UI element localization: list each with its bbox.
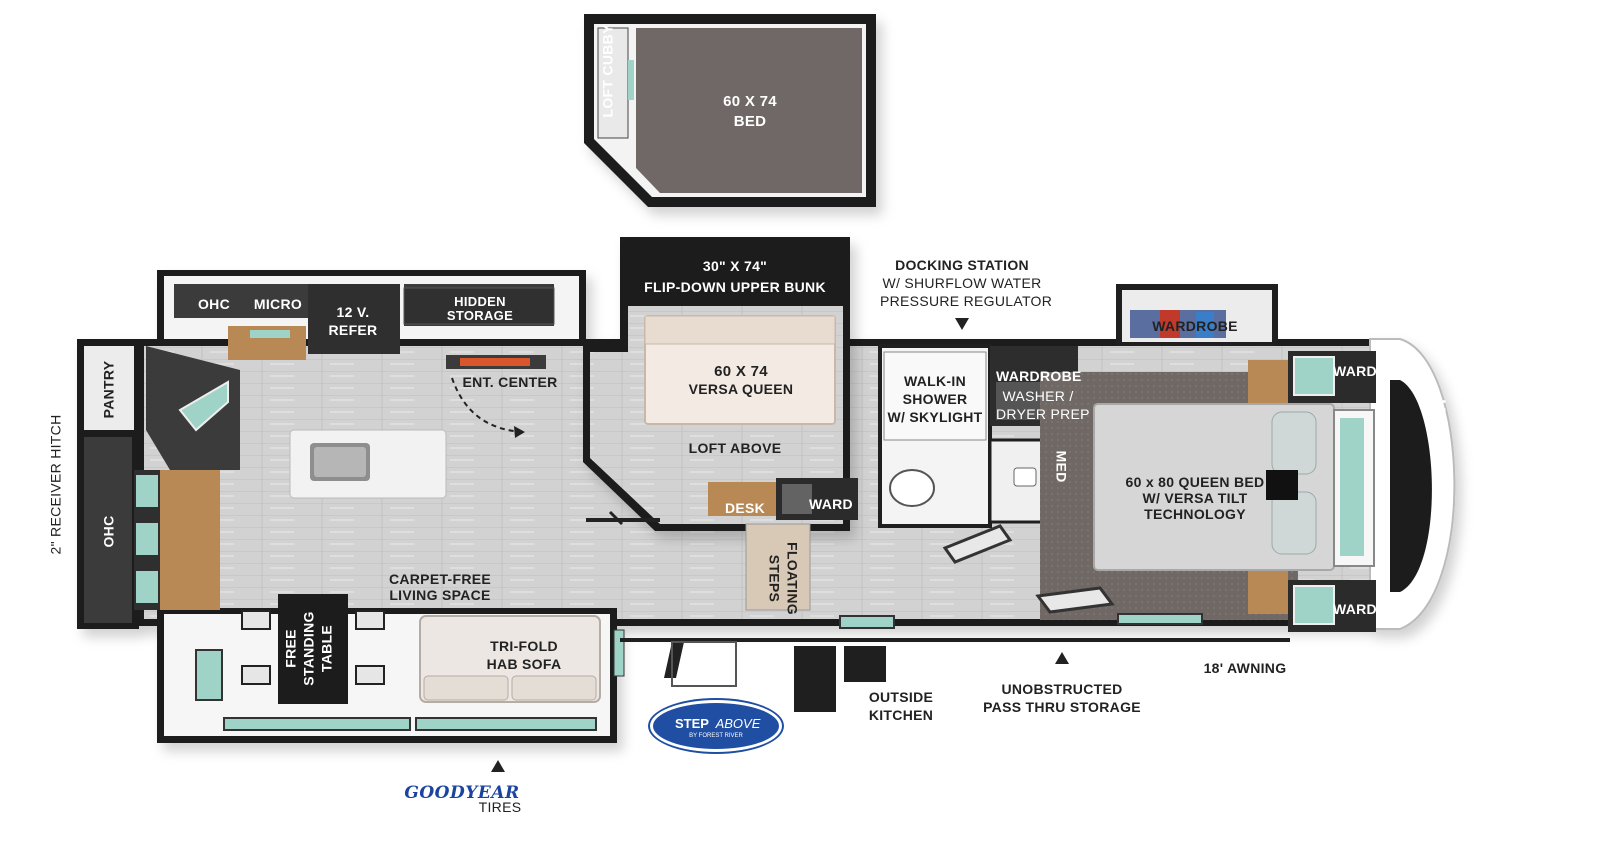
docking-label-2: W/ SHURFLOW WATER: [882, 275, 1042, 291]
front-ohc-label: OHC: [100, 515, 117, 548]
tires-label: TIRES: [478, 799, 522, 815]
ward-top-label: WARD: [1333, 363, 1377, 379]
queen-bed-label-3: TECHNOLOGY: [1144, 506, 1246, 522]
ward-bottom-label: WARD: [1333, 601, 1377, 617]
docking-arrow: [955, 318, 969, 330]
upper-bunk-label-1: 30" X 74": [702, 258, 768, 274]
wardrobe-top-label: WARDROBE: [1152, 318, 1238, 334]
pantry-label: PANTRY: [100, 360, 117, 419]
step-above-text: STEP: [675, 716, 709, 731]
loft-above-label: LOFT ABOVE: [688, 440, 782, 456]
carpet-free-label-1: CARPET-FREE: [388, 571, 492, 587]
loft-cubby-label: LOFT CUBBY: [599, 24, 616, 118]
walk-in-shower: [883, 351, 987, 441]
washer-label-1: WASHER /: [1002, 388, 1074, 404]
goodyear-logo: GOODYEAR: [404, 783, 520, 803]
free-standing-table: [278, 594, 348, 704]
carpet-free-label-2: LIVING SPACE: [389, 587, 491, 603]
receiver-hitch-label: 2" RECEIVER HITCH: [47, 414, 64, 555]
kitchen-ohc-label: OHC: [197, 296, 230, 312]
step-above-sub: BY FOREST RIVER: [689, 733, 743, 739]
table-label-2: STANDING: [300, 611, 317, 686]
docking-label-3: PRESSURE REGULATOR: [880, 293, 1053, 309]
loft-cubby: [597, 27, 629, 139]
impression-cap: [1390, 380, 1432, 592]
shower-label-3: W/ SKYLIGHT: [887, 409, 983, 425]
pass-thru-arrow: [1055, 652, 1069, 664]
outside-kitchen-label-2: KITCHEN: [868, 707, 934, 723]
loft-bed-label: BED: [733, 113, 767, 130]
refer-label-1: 12 V.: [336, 304, 370, 320]
upper-bunk-label-2: FLIP-DOWN UPPER BUNK: [644, 279, 826, 295]
outside-kitchen: [794, 646, 836, 712]
sofa-label-1: TRI-FOLD: [490, 638, 558, 654]
tires-arrow: [491, 760, 505, 772]
kitchen-micro-label: MICRO: [253, 296, 303, 312]
hidden-storage-label-1: HIDDEN: [454, 294, 506, 309]
hidden-storage-label-2: STORAGE: [446, 308, 514, 323]
floating-steps-label-2: STEPS: [766, 554, 783, 603]
washer-label-2: DRYER PREP: [996, 406, 1090, 422]
versa-queen-size: 60 X 74: [714, 363, 768, 380]
queen-bed-label-1: 60 x 80 QUEEN BED: [1125, 474, 1265, 490]
shower-label-1: WALK-IN: [904, 373, 966, 389]
table-label-1: FREE: [282, 629, 299, 668]
awning-label: 18' AWNING: [1203, 660, 1287, 676]
step-above-badge: STEP ABOVE BY FOREST RIVER: [650, 700, 782, 752]
loft-bed-size: 60 X 74: [723, 93, 777, 110]
refer-label-2: REFER: [328, 322, 378, 338]
pass-thru-label-2: PASS THRU STORAGE: [983, 699, 1141, 715]
toilet: [889, 469, 935, 507]
outside-kitchen-label-1: OUTSIDE: [868, 689, 934, 705]
med-label: MED: [1053, 450, 1070, 483]
refrigerator: [308, 284, 400, 354]
queen-bed-label-2: W/ VERSA TILT: [1142, 490, 1248, 506]
bunk-ward-label: WARD: [809, 496, 853, 512]
sofa-label-2: HAB SOFA: [486, 656, 562, 672]
step-above-text-2: ABOVE: [715, 716, 761, 731]
versa-queen-label: VERSA QUEEN: [688, 381, 794, 397]
pass-thru-label-1: UNOBSTRUCTED: [1001, 681, 1123, 697]
docking-label-1: DOCKING STATION: [895, 257, 1029, 273]
desk-label: DESK: [724, 500, 766, 516]
table-label-3: TABLE: [318, 624, 335, 673]
loft-room: [584, 14, 876, 207]
floating-steps: [745, 523, 811, 611]
upper-bunk: [628, 244, 844, 306]
desk: [708, 482, 780, 516]
shower-label-2: SHOWER: [902, 391, 968, 407]
wardrobe-left-label: WARDROBE: [996, 368, 1082, 384]
forest-river-logo: FOREST RIVER: [1433, 399, 1442, 463]
ent-center-label: ENT. CENTER: [462, 374, 558, 390]
floating-steps-label-1: FLOATING: [784, 542, 801, 615]
